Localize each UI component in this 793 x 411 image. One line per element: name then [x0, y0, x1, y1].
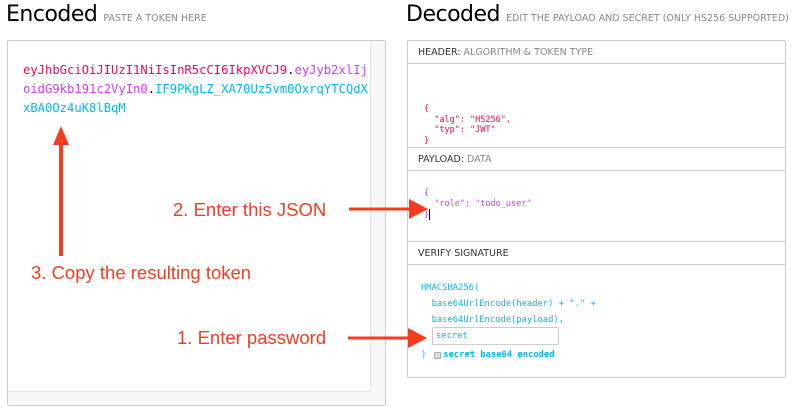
closing-brace: } [424, 210, 430, 220]
payload-sublabel: DATA [467, 154, 492, 165]
annotation-step2: 2. Enter this JSON [173, 199, 327, 220]
decoded-heading: Decoded EDIT THE PAYLOAD AND SECRET (ONLY… [406, 2, 789, 27]
code-line: } [424, 209, 785, 221]
token-header-part: eyJhbGciOiJIUzI1NiIsInR5cCI6IkpXVCJ9 [23, 63, 288, 77]
header-label: HEADER: [418, 47, 461, 58]
payload-json-editor[interactable]: { "role": "todo_user" } [408, 171, 785, 242]
closing-paren: ) [421, 350, 427, 360]
token-dot: . [287, 63, 295, 77]
encoded-title: Encoded [6, 2, 98, 27]
code-line: { [424, 188, 430, 198]
arrow-step2 [349, 199, 428, 219]
annotation-step3: 3. Copy the resulting token [31, 262, 252, 283]
base64-checkbox[interactable] [434, 351, 442, 359]
code-line: "role": "todo_user" [424, 198, 532, 209]
payload-section-title: PAYLOAD: DATA [408, 148, 785, 171]
base64-checkbox-label[interactable]: secret base64 encoded [443, 350, 555, 360]
decoded-subtitle: EDIT THE PAYLOAD AND SECRET (ONLY HS256 … [506, 13, 789, 24]
signature-section-title: VERIFY SIGNATURE [408, 242, 785, 265]
annotation-step1: 1. Enter password [177, 327, 327, 348]
arrow-step3 [53, 126, 69, 256]
signature-label: VERIFY SIGNATURE [418, 248, 509, 259]
horizontal-scrollbar[interactable] [8, 391, 371, 405]
decoded-title: Decoded [406, 2, 501, 27]
encoded-heading: Encoded PASTE A TOKEN HERE [6, 2, 207, 27]
text-caret [429, 209, 431, 220]
encoded-subtitle: PASTE A TOKEN HERE [103, 13, 207, 24]
decoded-panel: HEADER: ALGORITHM & TOKEN TYPE { "alg": … [407, 40, 786, 378]
code-line: "alg": "HS256", [424, 114, 511, 125]
code-line: { [424, 104, 430, 114]
header-sublabel: ALGORITHM & TOKEN TYPE [463, 47, 594, 58]
code-line: base64UrlEncode(payload), [421, 315, 564, 325]
encoded-token-editor[interactable]: eyJhbGciOiJIUzI1NiIsInR5cCI6IkpXVCJ9.eyJ… [7, 40, 386, 406]
token-text[interactable]: eyJhbGciOiJIUzI1NiIsInR5cCI6IkpXVCJ9.eyJ… [23, 61, 368, 118]
code-line: "typ": "JWT" [424, 125, 496, 135]
payload-label: PAYLOAD: [418, 154, 464, 165]
code-line: } [424, 135, 430, 146]
code-line: base64UrlEncode(header) + "." + [421, 299, 596, 309]
header-json-editor[interactable]: { "alg": "HS256", "typ": "JWT" } [408, 64, 785, 148]
token-dot: . [147, 82, 156, 96]
base64-option: ) secret base64 encoded [421, 347, 555, 363]
token-payload-part: eyJyb2xlIjoidG9kb191c2VyIn0 [23, 63, 368, 96]
arrow-step1 [348, 328, 427, 348]
code-line: HMACSHA256( [421, 283, 480, 293]
secret-input[interactable] [432, 327, 559, 345]
header-section-title: HEADER: ALGORITHM & TOKEN TYPE [408, 41, 785, 64]
signature-section: HMACSHA256( base64UrlEncode(header) + ".… [408, 265, 785, 378]
token-signature-part: IF9PKgLZ_XA70Uz5vm0OxrqYTCQdXxBA0Oz4uK8l… [23, 82, 368, 115]
vertical-scrollbar[interactable] [370, 41, 385, 405]
